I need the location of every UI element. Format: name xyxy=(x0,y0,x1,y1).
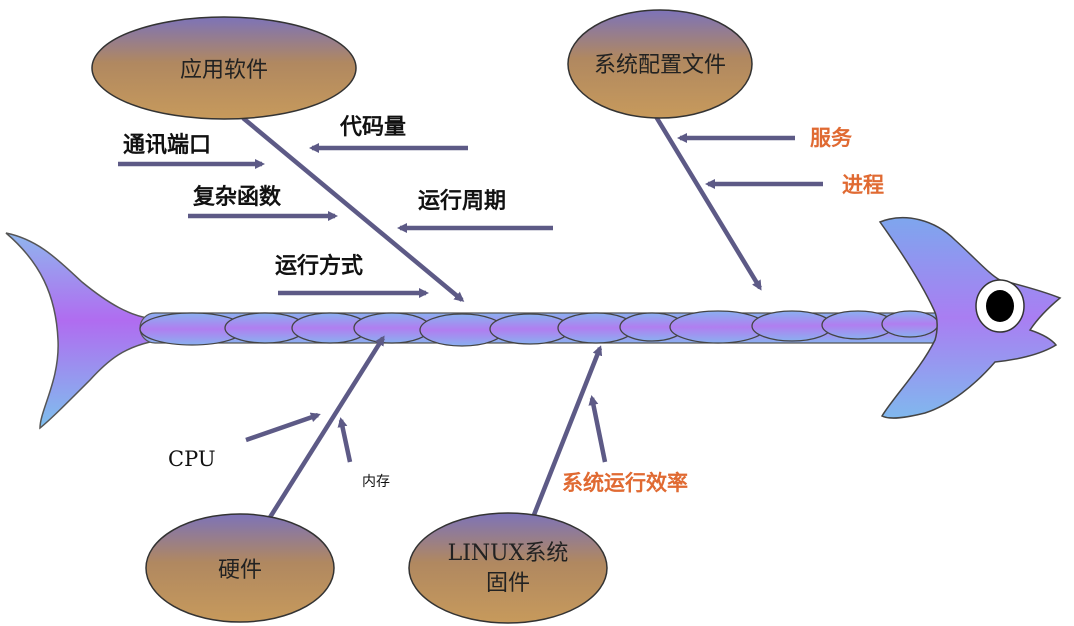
fish-tail xyxy=(5,232,151,430)
bone-app-software xyxy=(241,116,465,302)
oval-sys-config-label: 系统配置文件 xyxy=(594,53,726,78)
arrow-memory xyxy=(337,417,353,463)
label-comm-port: 通讯端口 xyxy=(123,133,211,158)
oval-linux-label-line1: LINUX系统 xyxy=(448,541,569,566)
oval-sys-config xyxy=(567,9,753,119)
arrow-sys-efficiency xyxy=(588,395,608,463)
fish-body-segments xyxy=(139,310,939,347)
bone-hardware xyxy=(260,335,385,532)
oval-app-software xyxy=(91,16,357,120)
label-code-amount: 代码量 xyxy=(339,115,406,140)
oval-linux-firmware xyxy=(408,512,608,624)
label-memory: 内存 xyxy=(362,474,390,490)
label-complex-func: 复杂函数 xyxy=(192,184,282,210)
label-process: 进程 xyxy=(842,173,884,197)
fish-head xyxy=(878,216,1062,419)
bone-sys-config xyxy=(653,113,762,291)
label-run-mode: 运行方式 xyxy=(275,253,363,279)
arrow-cpu xyxy=(245,412,321,443)
oval-hardware-label: 硬件 xyxy=(218,558,262,583)
label-run-cycle: 运行周期 xyxy=(418,188,506,214)
label-service: 服务 xyxy=(810,126,853,150)
oval-hardware xyxy=(145,513,335,623)
bone-linux xyxy=(525,345,603,531)
oval-linux-label-line2: 固件 xyxy=(486,571,530,596)
label-sys-efficiency: 系统运行效率 xyxy=(562,471,688,495)
label-cpu: CPU xyxy=(168,447,216,471)
oval-app-software-label: 应用软件 xyxy=(180,58,268,83)
